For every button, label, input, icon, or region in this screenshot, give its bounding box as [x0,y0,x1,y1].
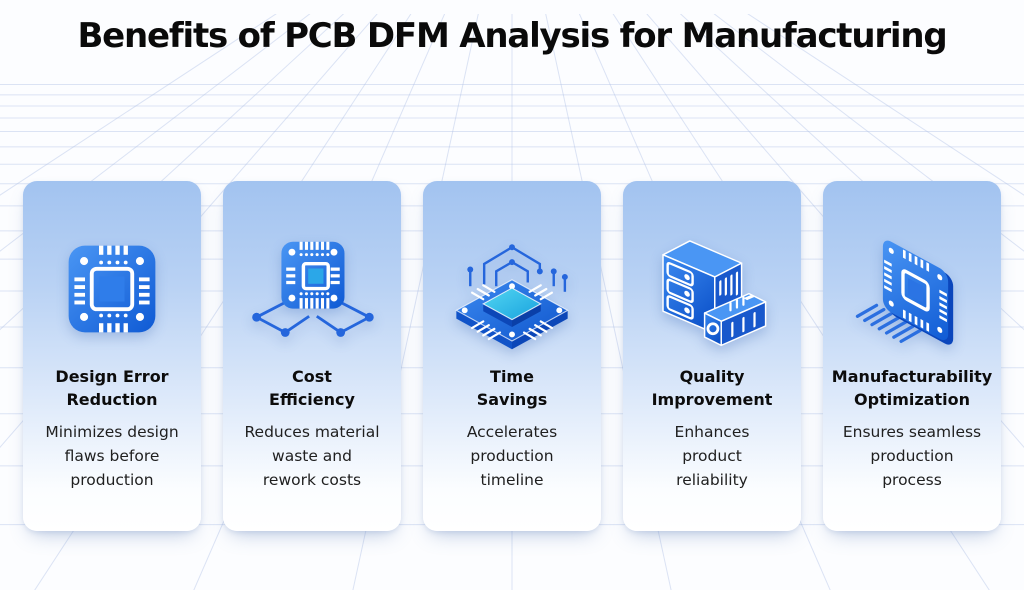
card-manufacturability-optimization: Manufacturability Optimization Ensures s… [823,181,1001,531]
card-title: Time Savings [476,367,548,409]
tilted-chip-icon [829,225,995,353]
card-quality-improvement: Quality Improvement Enhances product rel… [623,181,801,531]
flat-chip-icon [29,225,195,353]
card-design-error-reduction: Design Error Reduction Minimizes design … [23,181,201,531]
card-time-savings: Time Savings Accelerates production time… [423,181,601,531]
page-title: Benefits of PCB DFM Analysis for Manufac… [77,16,947,56]
card-description: Ensures seamless production process [842,423,982,489]
card-cost-efficiency: Cost Efficiency Reduces material waste a… [223,181,401,531]
isometric-pcb-icon [429,225,595,353]
chip-circuit-network-icon [229,225,395,353]
card-description: Accelerates production timeline [466,423,558,489]
benefit-cards-row: Design Error Reduction Minimizes design … [23,181,1001,531]
card-title: Quality Improvement [651,367,773,409]
card-title: Design Error Reduction [55,367,169,409]
card-title: Manufacturability Optimization [831,367,993,409]
card-description: Enhances product reliability [674,423,750,489]
card-description: Minimizes design flaws before production [45,423,179,489]
card-description: Reduces material waste and rework costs [244,423,380,489]
card-title: Cost Efficiency [269,367,355,409]
isometric-boxes-icon [629,225,795,353]
